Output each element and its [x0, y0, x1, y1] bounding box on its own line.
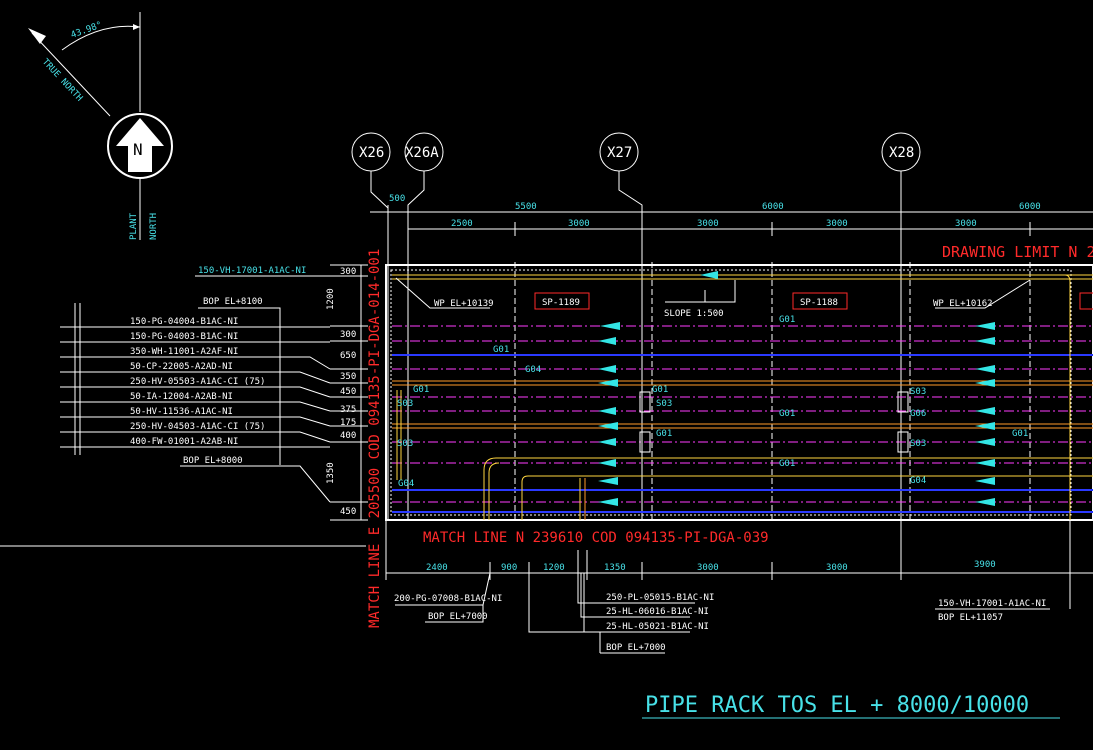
- dim-top-6000b: 6000: [1019, 202, 1041, 212]
- tag-s03: S03: [397, 439, 413, 449]
- rack-frame: [385, 262, 1093, 521]
- tag-g04: G04: [525, 365, 541, 375]
- grid-bubble-x27: X27: [607, 145, 632, 161]
- dim-bottom-3000b: 3000: [826, 563, 848, 573]
- left-label-cp22005: 50-CP-22005-A2AD-NI: [130, 362, 233, 372]
- bottom-label-pl05015: 250-PL-05015-B1AC-NI: [606, 593, 714, 603]
- bottom-label-hl05021: 25-HL-05021-B1AC-NI: [606, 622, 709, 632]
- tag-s03: S03: [910, 439, 926, 449]
- dim-top-2500: 2500: [451, 219, 473, 229]
- dim-bottom-900: 900: [501, 563, 517, 573]
- match-line-bottom: MATCH LINE N 239610 COD 094135-PI-DGA-03…: [423, 530, 769, 546]
- slope-label: SLOPE 1:500: [664, 309, 724, 319]
- tag-g04: G04: [910, 476, 926, 486]
- left-label-vh17001: 150-VH-17001-A1AC-NI: [198, 266, 306, 276]
- left-label-hv04503: 250-HV-04503-A1AC-CI (75): [130, 422, 265, 432]
- bottom-label-bop-7000a: BOP EL+7000: [428, 612, 488, 622]
- bottom-label-pg07008: 200-PG-07008-B1AC-NI: [394, 594, 502, 604]
- dim-top-3000c: 3000: [826, 219, 848, 229]
- tag-g01: G01: [1012, 429, 1028, 439]
- bottom-label-bop-7000b: BOP EL+7000: [606, 643, 666, 653]
- north-n-letter: N: [133, 140, 143, 159]
- dim-top-500: 500: [389, 194, 405, 204]
- tag-g01: G01: [779, 315, 795, 325]
- dim-bottom-1200: 1200: [543, 563, 565, 573]
- tag-g01: G01: [413, 385, 429, 395]
- plant-north-label: NORTH: [149, 213, 159, 240]
- dim-left-300a: 300: [340, 267, 356, 277]
- sp-label-1: SP-1189: [542, 298, 580, 308]
- tag-s03: S03: [910, 387, 926, 397]
- dim-top-5500: 5500: [515, 202, 537, 212]
- tag-g01: G01: [656, 429, 672, 439]
- tag-g01: G01: [652, 385, 668, 395]
- dim-left-1200: 1200: [326, 288, 336, 310]
- left-label-ia12004: 50-IA-12004-A2AB-NI: [130, 392, 233, 402]
- grid-bubble-x26a: X26A: [405, 145, 439, 161]
- left-label-pg04003: 150-PG-04003-B1AC-NI: [130, 332, 238, 342]
- top-dimension-lines: [370, 205, 1093, 236]
- sp-label-2: SP-1188: [800, 298, 838, 308]
- left-label-bop-8000: BOP EL+8000: [183, 456, 243, 466]
- dim-bottom-2400: 2400: [426, 563, 448, 573]
- bottom-dimension-lines: [0, 520, 1093, 654]
- plant-label: PLANT: [129, 212, 139, 240]
- left-label-bop-8100: BOP EL+8100: [203, 297, 263, 307]
- left-label-hv05503: 250-HV-05503-A1AC-CI (75): [130, 377, 265, 387]
- dim-left-450: 450: [340, 387, 356, 397]
- left-label-leaders: [60, 275, 331, 503]
- grid-bubble-x26: X26: [359, 145, 384, 161]
- flow-arrows: [598, 271, 995, 506]
- dim-top-6000a: 6000: [762, 202, 784, 212]
- dim-top-3000a: 3000: [568, 219, 590, 229]
- tag-s03: S03: [656, 399, 672, 409]
- dim-left-300b: 300: [340, 330, 356, 340]
- left-label-pg04004: 150-PG-04004-B1AC-NI: [130, 317, 238, 327]
- dim-bottom-3000a: 3000: [697, 563, 719, 573]
- dim-top-3000d: 3000: [955, 219, 977, 229]
- rack-annotation-leaders: [395, 277, 1093, 453]
- dim-left-400: 400: [340, 431, 356, 441]
- tag-g01: G01: [779, 459, 795, 469]
- tag-g01: G01: [493, 345, 509, 355]
- dim-left-350: 350: [340, 372, 356, 382]
- tag-g06: G06: [910, 409, 926, 419]
- tag-g01: G01: [779, 409, 795, 419]
- wp-label-2: WP EL+10162: [933, 299, 993, 309]
- dim-left-1350: 1350: [326, 462, 336, 484]
- wp-label-1: WP EL+10139: [434, 299, 494, 309]
- dim-left-175: 175: [340, 418, 356, 428]
- dim-left-375: 375: [340, 405, 356, 415]
- match-line-left: MATCH LINE E 205500 COD 094135-PI-DGA-01…: [367, 249, 383, 628]
- dim-left-650: 650: [340, 351, 356, 361]
- drawing-title: PIPE RACK TOS EL + 8000/10000: [645, 693, 1029, 718]
- bottom-label-bop-11057: BOP EL+11057: [938, 613, 1003, 623]
- dim-top-3000b: 3000: [697, 219, 719, 229]
- drawing-limit-label: DRAWING LIMIT N 24: [942, 243, 1093, 261]
- left-label-fw01001: 400-FW-01001-A2AB-NI: [130, 437, 238, 447]
- dim-bottom-1350: 1350: [604, 563, 626, 573]
- grid-bubble-x28: X28: [889, 145, 914, 161]
- tag-g04: G04: [398, 479, 414, 489]
- bottom-label-vh17001: 150-VH-17001-A1AC-NI: [938, 599, 1046, 609]
- left-label-hv11536: 50-HV-11536-A1AC-NI: [130, 407, 233, 417]
- dim-left-450b: 450: [340, 507, 356, 517]
- dim-bottom-3900: 3900: [974, 560, 996, 570]
- bottom-label-hl06016: 25-HL-06016-B1AC-NI: [606, 607, 709, 617]
- left-dimension-lines: [330, 264, 368, 521]
- left-label-wh11001: 350-WH-11001-A2AF-NI: [130, 347, 238, 357]
- tag-s03: S03: [397, 399, 413, 409]
